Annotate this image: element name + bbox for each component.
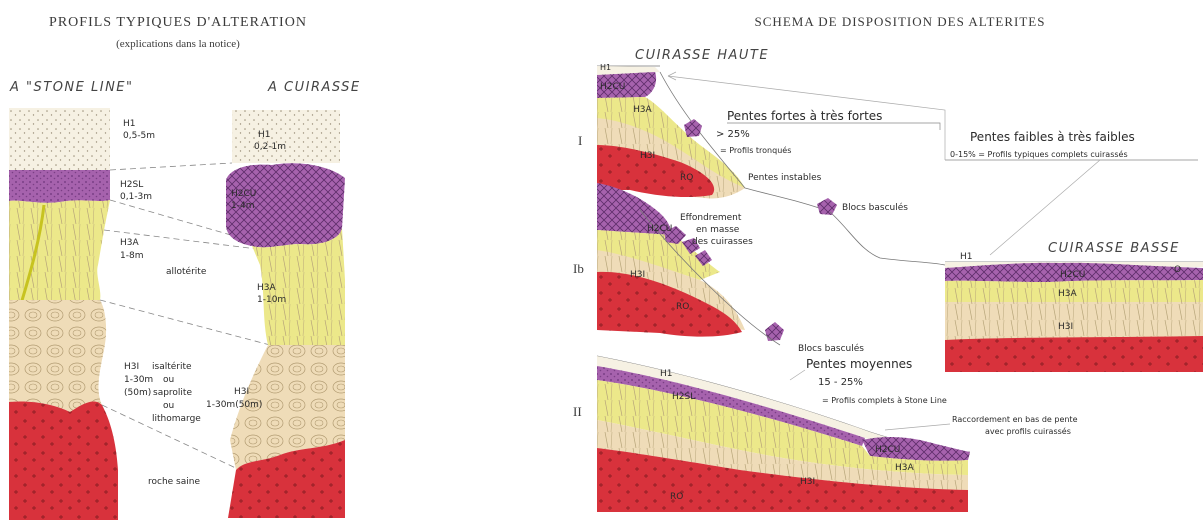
c2-h2cu-range: 1-4m	[231, 201, 254, 211]
profils-tronques: = Profils tronqués	[720, 145, 791, 155]
c1-h3i-range: 1-30m	[124, 375, 153, 385]
cuirasse-haute-label: CUIRASSE HAUTE	[635, 48, 769, 63]
c2-h3a-label: H3A	[257, 283, 276, 293]
c1-h2-range: 0,1-3m	[120, 192, 152, 202]
stone-line-column	[9, 108, 118, 520]
left-title: PROFILS TYPIQUES D'ALTERATION	[49, 15, 307, 30]
effondrement-3: des cuirasses	[692, 237, 753, 247]
section-ii	[597, 356, 970, 512]
blocs-2: Blocs basculés	[798, 343, 864, 354]
c1-h3i-extra: (50m)	[124, 388, 151, 398]
roman-ib: Ib	[573, 261, 584, 276]
ib-h3i-label: H3I	[630, 270, 645, 280]
effondrement-2: en masse	[696, 225, 740, 235]
pentes-faibles-note: 0-15% = Profils typiques complets cuiras…	[950, 149, 1128, 159]
top-h1: H1	[600, 63, 611, 72]
c1-h3a-label: H3A	[120, 238, 139, 248]
raccord-1: Raccordement en bas de pente	[952, 415, 1078, 424]
section-ib	[597, 183, 745, 337]
cb-h1-label: H1	[960, 252, 973, 262]
c1-h2-label: H2SL	[120, 180, 143, 190]
c2-h2cu-label: H2CU	[231, 189, 256, 199]
c1-h1-label: H1	[123, 119, 136, 129]
pentes-fortes-pct: > 25%	[716, 129, 750, 140]
left-subtitle: (explications dans la notice)	[116, 38, 240, 50]
section-i	[597, 66, 830, 212]
right-title: SCHEMA DE DISPOSITION DES ALTERITES	[755, 14, 1046, 29]
ou2-label: ou	[163, 401, 174, 411]
pentes-instables: Pentes instables	[748, 173, 822, 183]
pentes-fortes: Pentes fortes à très fortes	[727, 109, 882, 123]
ii-h3a-label: H3A	[895, 463, 914, 473]
effondrement-1: Effondrement	[680, 213, 742, 223]
ib-h2cu-label: H2CU	[647, 224, 672, 234]
ii-ro-label: RO	[670, 492, 683, 502]
cb-o-label: O	[1174, 265, 1181, 275]
ii-h2sl-label: H2SL	[672, 392, 695, 402]
stone-line-header: A "STONE LINE"	[9, 80, 134, 95]
cuirasse-column	[226, 110, 345, 518]
top-h2cu: H2CU	[600, 82, 625, 92]
profils-complets: = Profils complets à Stone Line	[822, 396, 947, 405]
c2-h3a-range: 1-10m	[257, 295, 286, 305]
cuirasse-header: A CUIRASSE	[267, 80, 361, 95]
left-panel: PROFILS TYPIQUES D'ALTERATION (explicati…	[9, 15, 361, 520]
top-h3i: H3I	[640, 151, 655, 161]
sap-label: saprolite	[153, 388, 192, 398]
c2-h3i-range: 1-30m(50m)	[206, 400, 262, 410]
ii-h3i-label: H3I	[800, 477, 815, 487]
ou1-label: ou	[163, 375, 174, 385]
c2-h1-range: 0,2-1m	[254, 142, 286, 152]
litho-label: lithomarge	[152, 414, 201, 424]
ii-h2cu-label: H2CU	[875, 445, 900, 455]
cb-h3a-label: H3A	[1058, 289, 1077, 299]
top-ro: RO	[680, 173, 693, 183]
roche-label: roche saine	[148, 477, 200, 487]
c1-h1-range: 0,5-5m	[123, 131, 155, 141]
cuirasse-basse-label: CUIRASSE BASSE	[1048, 241, 1180, 256]
pentes-moyennes: Pentes moyennes	[806, 357, 912, 371]
ii-h1-label: H1	[660, 369, 673, 379]
c2-h3i-label: H3I	[234, 387, 249, 397]
allo-label: allotérite	[166, 266, 207, 277]
c2-h1-label: H1	[258, 130, 271, 140]
c1-h3a-range: 1-8m	[120, 251, 143, 261]
pentes-moyennes-pct: 15 - 25%	[818, 377, 863, 388]
cb-h3i-label: H3I	[1058, 322, 1073, 332]
c1-h3i-label: H3I	[124, 362, 139, 372]
raccord-2: avec profils cuirassés	[985, 426, 1071, 436]
roman-i: I	[578, 133, 582, 148]
blocs-1: Blocs basculés	[842, 202, 908, 213]
ib-ro-label: RO	[676, 302, 689, 312]
right-panel: SCHEMA DE DISPOSITION DES ALTERITES CUIR…	[573, 14, 1203, 512]
cb-h2cu-label: H2CU	[1060, 270, 1085, 280]
pentes-faibles: Pentes faibles à très faibles	[970, 130, 1135, 144]
top-h3a: H3A	[633, 105, 652, 115]
iso-label: isaltérite	[152, 361, 192, 372]
roman-ii: II	[573, 404, 582, 419]
